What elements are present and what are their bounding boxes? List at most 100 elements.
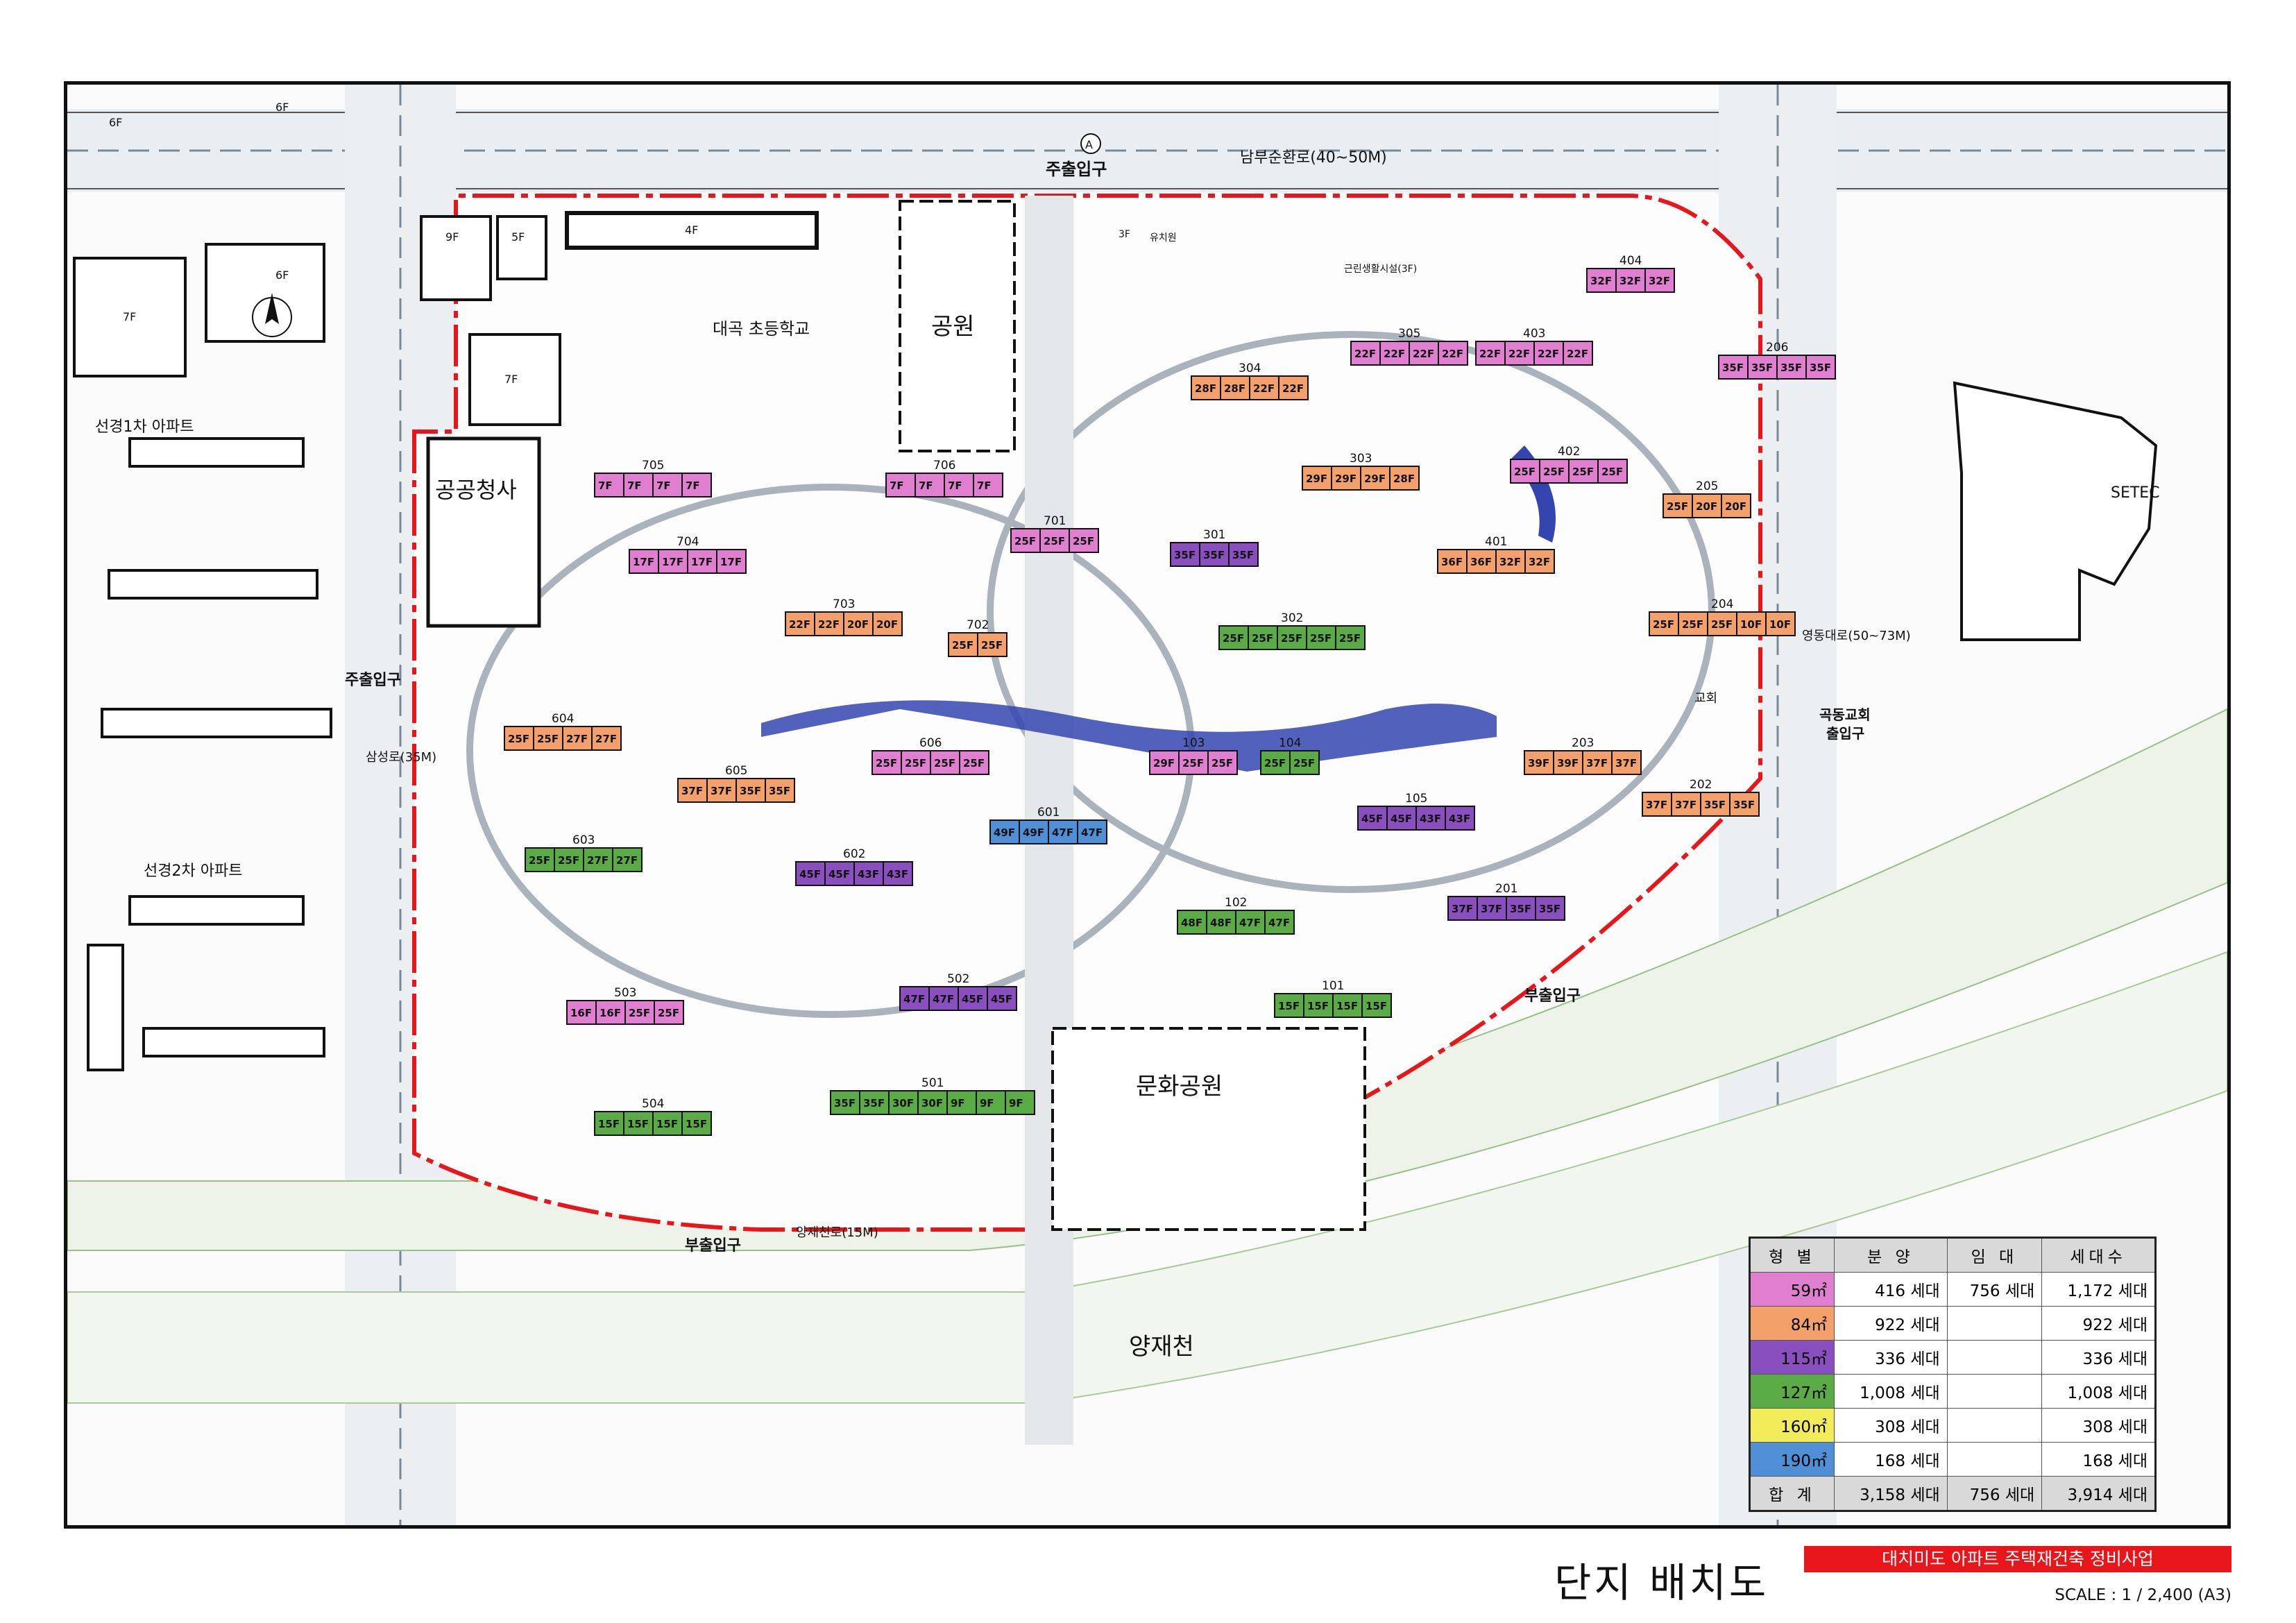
legend-cell-total: 168 세대 [2041,1442,2156,1477]
building-floor-label: 22F [1354,348,1376,360]
building-unit [1260,750,1291,775]
building-unit [554,847,584,872]
legend-header-rent: 임 대 [1946,1237,2043,1273]
building-unit [1477,896,1507,921]
building-floor-label: 25F [1514,466,1536,478]
legend-cell-sale: 168 세대 [1834,1442,1948,1477]
building-floor-label: 35F [1810,362,1831,374]
building-number: 201 [1495,882,1517,896]
building-unit [1718,355,1749,380]
building-floor-label: 36F [1441,556,1463,568]
legend-cell-total: 1,008 세대 [2041,1374,2156,1409]
building-floor-label: 32F [1499,556,1521,568]
building-floor-label: 7F [627,479,642,492]
building-floor-label: 25F [629,1007,650,1019]
building-floor-label: 39F [1528,757,1549,770]
building-floor-label: 32F [1590,275,1612,287]
building-floor-label: 37F [1646,799,1667,811]
building-unit [1736,611,1767,636]
building-floor-label: 15F [1336,1000,1358,1012]
building-unit [1289,750,1320,775]
building-floor-label: 43F [1449,813,1470,825]
building-number: 302 [1281,611,1303,625]
building-unit [658,549,688,574]
building-floor-label: 25F [1182,757,1204,770]
legend-cell-type: 190㎡ [1749,1442,1835,1477]
building-unit [1248,625,1278,650]
building-unit [987,986,1017,1011]
building-unit [595,1000,626,1025]
label-6f-a: 6F [109,116,122,129]
building-unit [681,1111,712,1136]
building-floor-label: 37F [681,785,703,797]
building-floor-label: 22F [1384,348,1405,360]
building-floor-label: 9F [951,1097,965,1110]
building-floor-label: 25F [1252,632,1273,645]
building-unit [1539,459,1570,484]
building-number: 401 [1485,535,1507,549]
building-unit [687,549,717,574]
label-9f: 9F [445,230,459,244]
building-floor-label: 43F [1420,813,1441,825]
building-number: 604 [552,712,574,726]
legend-total-total: 3,914 세대 [2041,1476,2156,1511]
building-floor-label: 10F [1740,618,1762,631]
building-floor-label: 7F [686,479,700,492]
building-number: 101 [1322,979,1344,993]
building-unit [652,1111,683,1136]
marker-a-icon [1080,133,1101,154]
building-unit [1069,528,1099,553]
building-unit [583,847,613,872]
building-unit [652,473,683,498]
legend-cell-rent [1946,1408,2043,1443]
building-floor-label: 45F [828,868,850,881]
building-unit [1563,341,1593,366]
building-floor-label: 37F [1481,903,1502,915]
building-floor-label: 25F [1281,632,1302,645]
entrance-church-2: 출입구 [1826,725,1864,742]
building-floor-label: 25F [1711,618,1733,631]
legend-header-type: 형 별 [1749,1237,1835,1273]
building-floor-label: 45F [991,993,1012,1005]
building-number: 402 [1558,445,1580,459]
building-number: 504 [642,1097,664,1111]
building-floor-label: 39F [1557,757,1579,770]
apt1-label: 선경1차 아파트 [95,418,194,436]
stream-label: 양재천 [1129,1333,1194,1361]
legend-cell-type: 160㎡ [1749,1408,1835,1443]
building-floor-label: 49F [1023,826,1044,839]
building-unit [989,819,1020,844]
building-floor-label: 15F [656,1118,678,1130]
building-floor-label: 35F [1733,799,1755,811]
road-west-label: 삼성로(35M) [366,750,436,765]
building-number: 705 [642,459,664,473]
building-number: 704 [677,535,699,549]
legend-cell-total: 922 세대 [2041,1306,2156,1341]
building-unit [883,861,913,886]
building-floor-label: 22F [1282,382,1304,395]
building-unit [824,861,855,886]
park-label: 공원 [931,313,975,341]
legend-header-row: 형 별 분 양 임 대 세대수 [1749,1237,2156,1273]
legend-cell-total: 308 세대 [2041,1408,2156,1443]
building-6f-west [205,243,325,343]
building-7f-west [73,257,187,377]
building-number: 403 [1523,327,1545,341]
building-number: 602 [843,847,865,861]
school-label: 대곡 초등학교 [713,319,810,339]
legend-cell-sale: 336 세대 [1834,1340,1948,1375]
building-unit [716,549,747,574]
commercial-label: 근린생활시설(3F) [1344,264,1417,275]
building-unit [1642,792,1672,817]
